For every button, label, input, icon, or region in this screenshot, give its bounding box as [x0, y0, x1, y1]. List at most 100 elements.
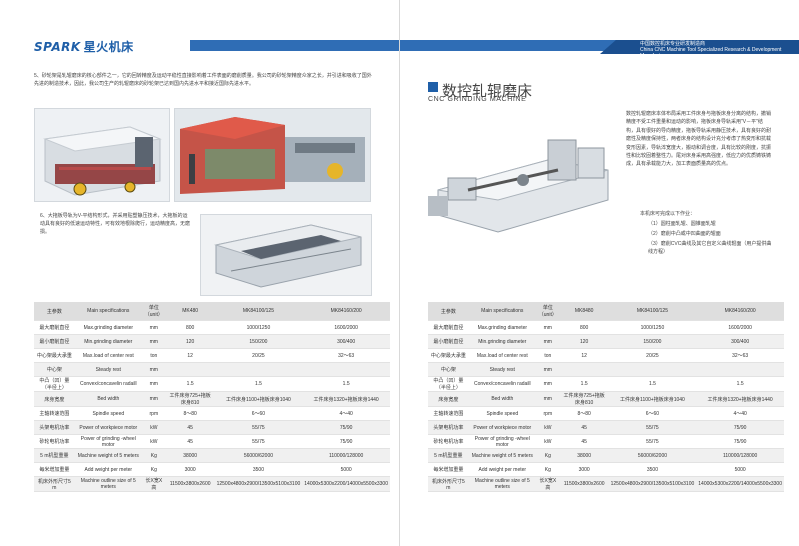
table-cell: 800 — [165, 320, 215, 335]
features-title: 本机床可完成以下作业： — [640, 211, 696, 217]
table-cell: 110000/128000 — [302, 448, 390, 463]
table-cell: 长X宽X高 — [535, 476, 560, 492]
table-cell: 中心架 — [34, 362, 75, 377]
table-cell: mm — [535, 362, 560, 377]
table-cell: mm — [141, 362, 166, 377]
table-cell: 中凸（凹）量（半径上） — [34, 376, 75, 392]
table-cell: ton — [535, 348, 560, 363]
table-cell: 5 m机型重量 — [428, 448, 469, 463]
table-cell: 75/90 — [302, 434, 390, 449]
table-cell — [302, 362, 390, 377]
header-slogan: 中国数控机床专业研发制造商 China CNC Machine Tool Spe… — [640, 41, 799, 59]
table-cell: 每米增加重量 — [428, 462, 469, 477]
col-header: MK84160/200 — [302, 302, 390, 321]
table-cell: 120 — [165, 334, 215, 349]
product-description: 数控轧辊磨床本体布局采用工件床身与拖板床身分离的结构，撤销精度不受工件重量和运动… — [626, 111, 772, 168]
table-cell: 56000/62000 — [608, 448, 697, 463]
table-cell: 55/75 — [214, 434, 303, 449]
table-cell: mm — [535, 391, 560, 407]
table-cell: Kg — [141, 448, 166, 463]
table-cell: rpm — [535, 406, 560, 421]
table-cell: 3500 — [214, 462, 303, 477]
header-bar-left — [190, 40, 399, 51]
logo-text-cn: 星火机床 — [83, 40, 134, 54]
table-cell: 3500 — [608, 462, 697, 477]
photo-grinding-head — [34, 108, 170, 202]
table-cell: 110000/128000 — [696, 448, 784, 463]
col-header: 单位（unit） — [141, 302, 166, 321]
table-cell: Bed width — [74, 391, 142, 407]
photo-cnc-grinding-machine — [428, 120, 618, 238]
table-cell: 56000/62000 — [214, 448, 303, 463]
col-header: MK480 — [165, 302, 215, 321]
table-cell: 75/90 — [696, 434, 784, 449]
table-cell: rpm — [141, 406, 166, 421]
table-cell: 中心架 — [428, 362, 469, 377]
table-cell: 32～63 — [696, 348, 784, 363]
table-cell: 150/200 — [608, 334, 697, 349]
table-cell: 中凸（凹）量（半径上） — [428, 376, 469, 392]
table-cell: 300/400 — [302, 334, 390, 349]
table-cell: 120 — [559, 334, 609, 349]
table-cell: 45 — [559, 420, 609, 435]
wheel-head-internal-illustration — [175, 109, 370, 201]
table-cell: 主轴转速范围 — [428, 406, 469, 421]
col-header: 主参数 — [34, 302, 75, 321]
table-cell: Add weight per meter — [468, 462, 536, 477]
table-cell: 床身宽度 — [34, 391, 75, 407]
table-cell: Max.load of center rest — [468, 348, 536, 363]
paragraph-grinding-head: 5、砂轮架是轧辊磨床的核心部件之一，它的回转精度及运动平稳性直接影响着工件表面的… — [34, 73, 372, 87]
table-cell: Power of workpiece motor — [74, 420, 142, 435]
paragraph-slide-guide: 6、大拖板导轨为V-平结构形式，并采用贴塑静压技术，大拖板的运动具有良好的低速运… — [40, 213, 191, 235]
table-cell: mm — [535, 334, 560, 349]
table-cell: 12 — [559, 348, 609, 363]
slogan-en: China CNC Machine Tool Specialized Resea… — [640, 47, 782, 59]
col-header: Main specifications — [468, 302, 536, 321]
table-cell: 1.5 — [696, 376, 784, 392]
table-cell: Machine outline size of 5 meters — [468, 476, 536, 492]
table-cell: 14000x5300x2200/14000x5500x3300 — [302, 476, 390, 492]
table-cell: 砂轮电机功率 — [34, 434, 75, 449]
table-cell: 45 — [165, 420, 215, 435]
table-cell: 32～63 — [302, 348, 390, 363]
table-cell: 1.5 — [608, 376, 697, 392]
spec-table-header: 主参数 Main specifications 单位（unit） MK480 M… — [34, 302, 390, 321]
grinding-head-illustration — [35, 109, 169, 201]
col-header: 主参数 — [428, 302, 469, 321]
title-marker-icon — [428, 82, 438, 92]
table-cell — [559, 362, 609, 377]
spec-table-right: 主参数 Main specifications 单位（unit） MK8480 … — [428, 302, 784, 492]
table-cell: 11500x3800x2600 — [165, 476, 215, 492]
table-cell: 38000 — [165, 448, 215, 463]
table-cell: 机床外形尺寸5 m — [34, 476, 75, 492]
table-cell: 4～40 — [696, 406, 784, 421]
table-cell: 工件床身1100+拖板床身1040 — [608, 391, 697, 407]
table-cell: 床身宽度 — [428, 391, 469, 407]
table-cell: 300/400 — [696, 334, 784, 349]
table-cell: Kg — [535, 462, 560, 477]
table-cell: 20/25 — [608, 348, 697, 363]
table-cell: 5000 — [302, 462, 390, 477]
table-cell: 最小磨削直径 — [34, 334, 75, 349]
table-cell: mm — [535, 376, 560, 392]
table-cell: 工件床身725+拖板床身810 — [165, 391, 215, 407]
page-title-en: CNC GRINDING MACHINE — [428, 96, 527, 103]
table-cell: 工件床身1320+拖板床身1440 — [302, 391, 390, 407]
table-cell: 1000/1250 — [214, 320, 303, 335]
table-cell: mm — [535, 320, 560, 335]
table-cell: 1.5 — [559, 376, 609, 392]
table-cell: 中心架最大承重 — [428, 348, 469, 363]
table-cell: Power of grinding -wheel motor — [74, 434, 142, 449]
table-cell: 1000/1250 — [608, 320, 697, 335]
page-fold — [399, 0, 400, 546]
table-cell: Convex/concavelin radaill — [74, 376, 142, 392]
